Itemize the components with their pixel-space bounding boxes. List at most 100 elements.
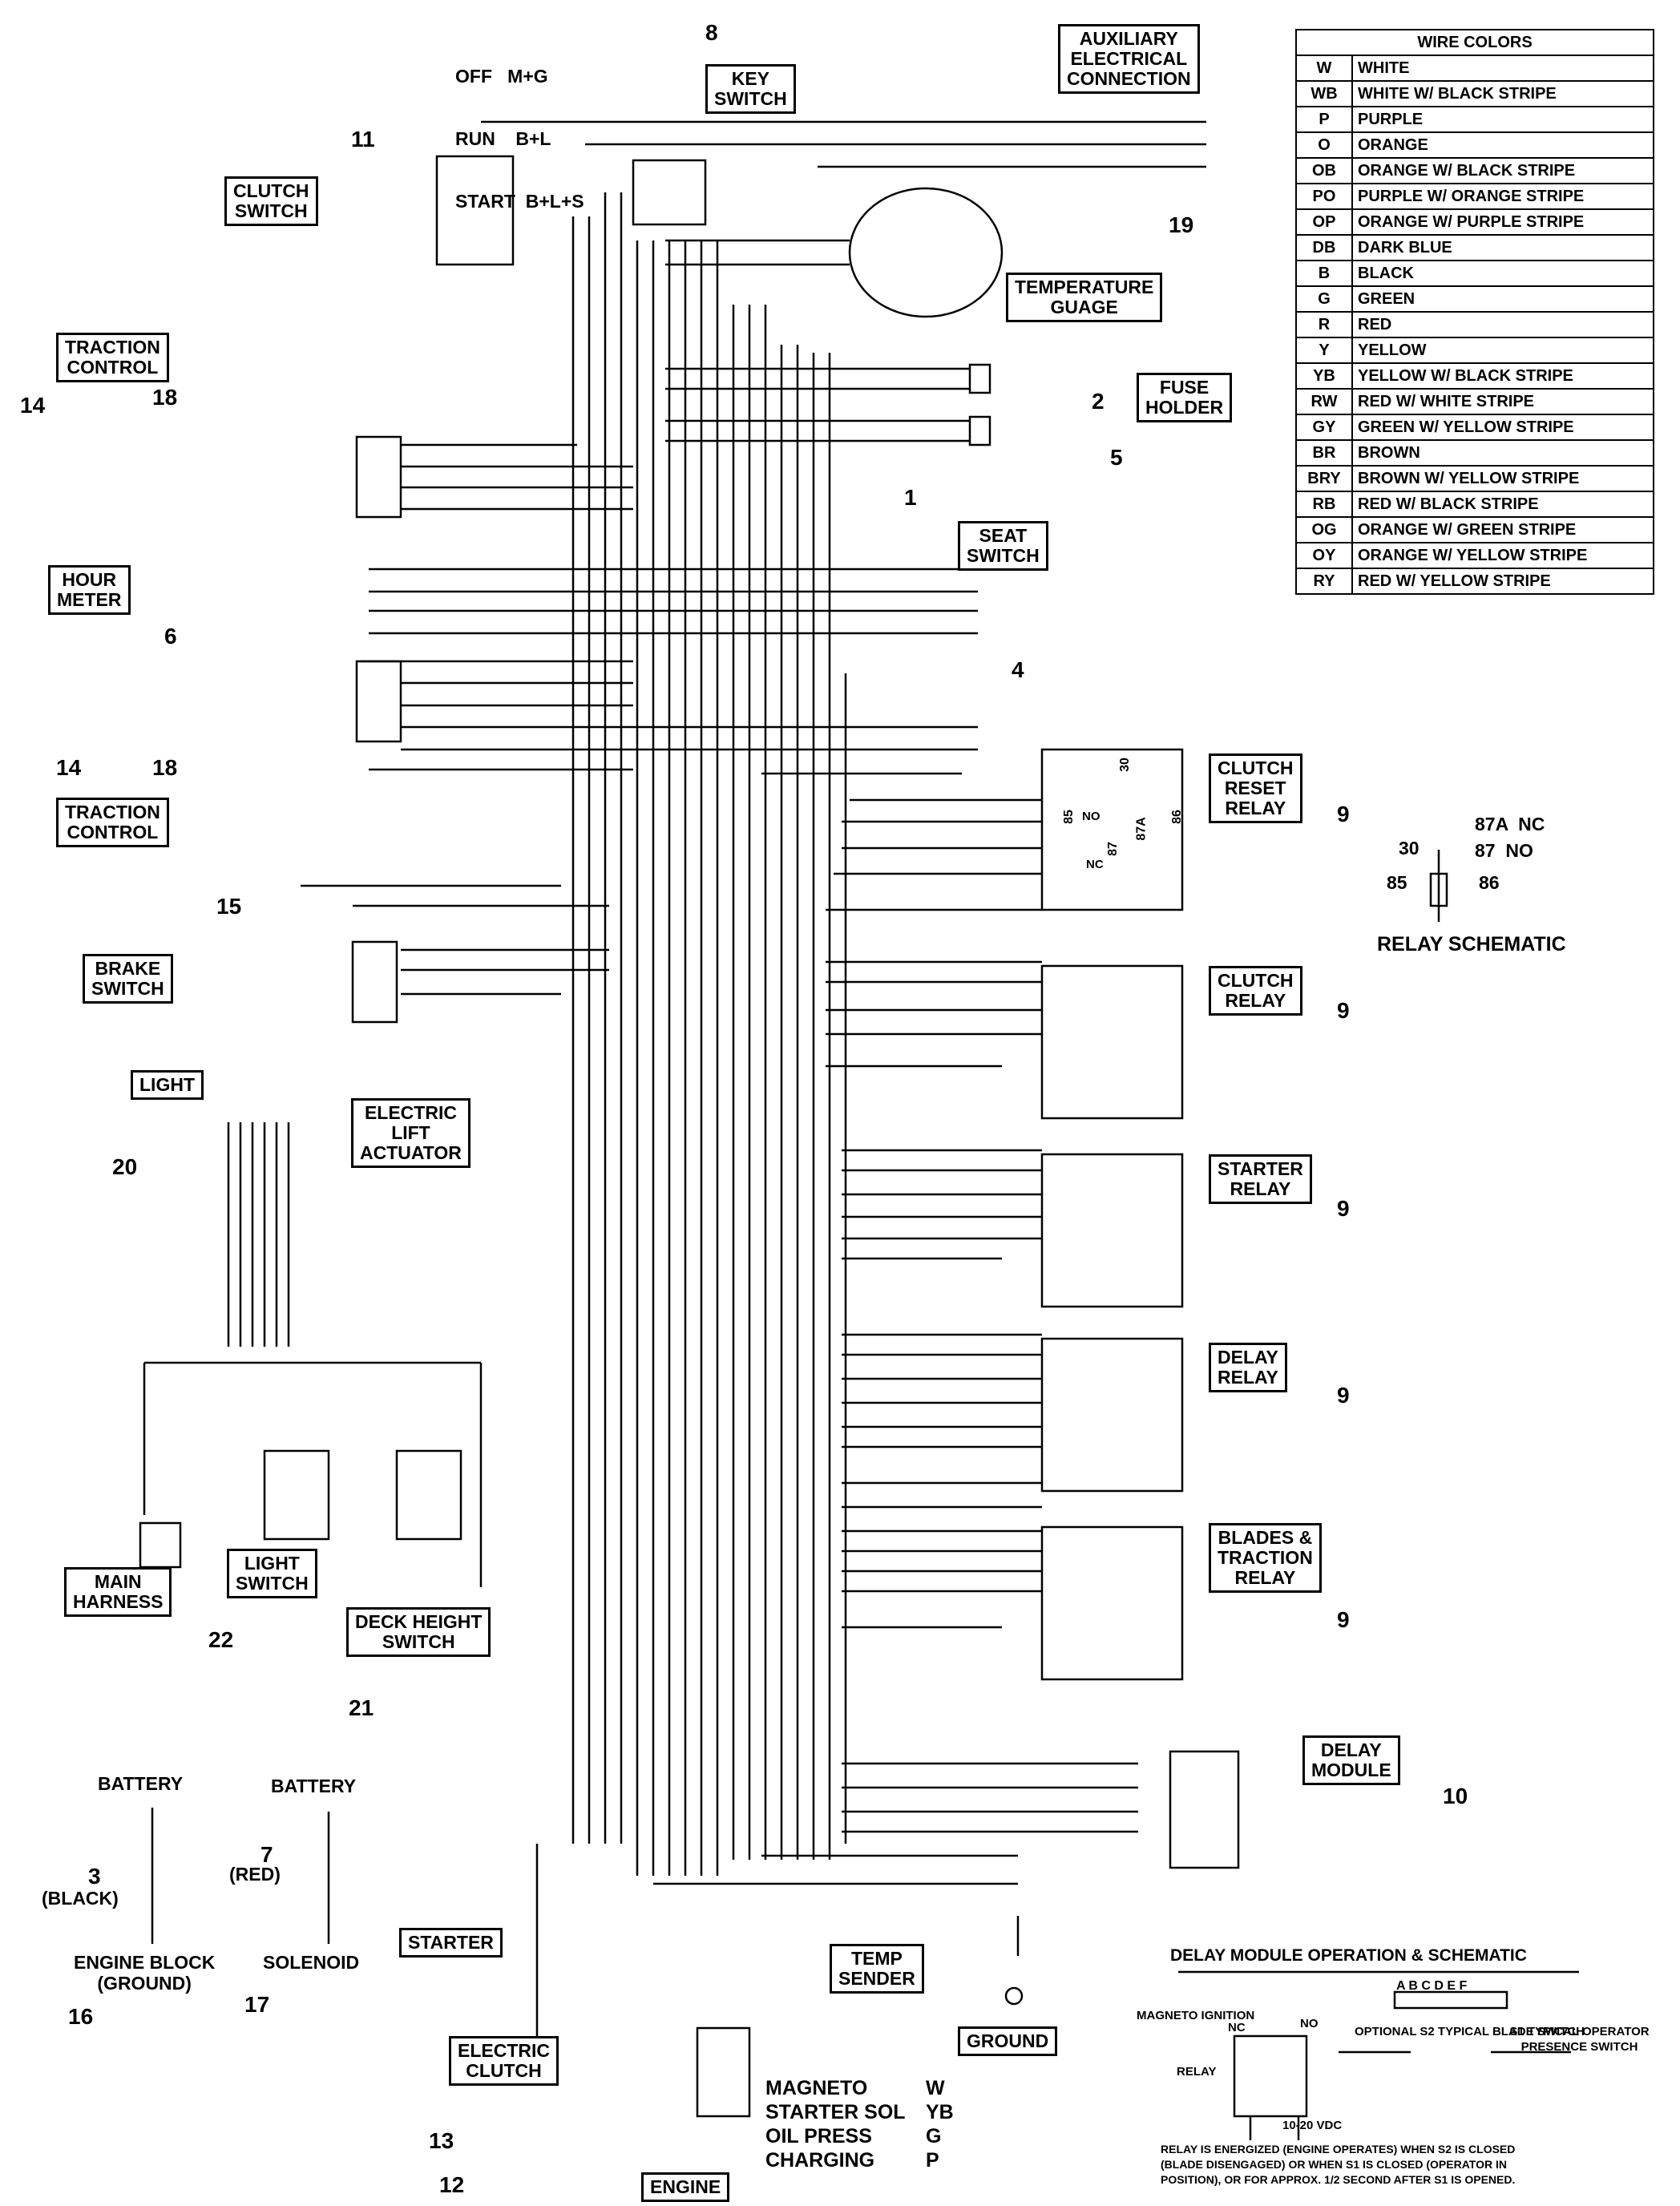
vdc-label: 10-20 VDC <box>1282 2119 1343 2132</box>
relay-schematic-pin-87: 87 NO <box>1475 840 1533 861</box>
wire-color-name: ORANGE <box>1351 131 1654 159</box>
callout-4: 4 <box>1012 657 1024 682</box>
callout-9-d: 9 <box>1337 1383 1350 1408</box>
battery-red-title: BATTERY <box>271 1776 357 1796</box>
callout-8: 8 <box>705 20 718 45</box>
relay-pin-no: NO <box>1082 810 1100 823</box>
callout-12: 12 <box>439 2172 465 2197</box>
wire-color-name: PURPLE <box>1351 106 1654 133</box>
wire-color-name: RED W/ YELLOW STRIPE <box>1351 568 1654 595</box>
callout-7: 7 <box>260 1842 273 1867</box>
wire-color-name: YELLOW <box>1351 337 1654 364</box>
wire-color-name: BROWN W/ YELLOW STRIPE <box>1351 465 1654 492</box>
wire-color-name: ORANGE W/ YELLOW STRIPE <box>1351 542 1654 569</box>
temperature-guage-label: TEMPERATURE GUAGE <box>1006 273 1163 322</box>
battery-black-title: BATTERY <box>98 1773 184 1794</box>
wire-color-code: Y <box>1295 337 1353 364</box>
clutch-switch-label: CLUTCH SWITCH <box>224 176 318 226</box>
callout-14-a: 14 <box>20 393 46 418</box>
callout-11: 11 <box>351 127 375 152</box>
traction-control-label-bottom: TRACTION CONTROL <box>56 798 169 847</box>
wire-color-code: BR <box>1295 439 1353 467</box>
relay-schematic-pin-87a: 87A NC <box>1475 814 1545 834</box>
deck-height-switch-label: DECK HEIGHT SWITCH <box>346 1607 491 1657</box>
s1-switch-label: S1 TYPICAL OPERATOR PRESENCE SWITCH <box>1509 2025 1650 2054</box>
clutch-reset-relay-label: CLUTCH RESET RELAY <box>1209 754 1302 823</box>
engine-label: ENGINE <box>641 2172 730 2202</box>
key-switch-positions: OFF M+G RUN B+L START B+L+S <box>455 24 584 232</box>
wire-color-code: WB <box>1295 80 1353 107</box>
engine-legend-color: YB <box>926 2101 954 2123</box>
wire-color-code: O <box>1295 131 1353 159</box>
key-position-off: OFF M+G <box>455 66 548 87</box>
key-position-run: RUN B+L <box>455 128 551 149</box>
engine-legend-name: OIL PRESS <box>765 2125 872 2147</box>
blades-traction-relay-label: BLADES & TRACTION RELAY <box>1209 1523 1322 1593</box>
engine-legend-name: MAGNETO <box>765 2077 868 2099</box>
callout-21: 21 <box>349 1695 374 1720</box>
callout-9-e: 9 <box>1337 1607 1350 1632</box>
wire-color-code: BRY <box>1295 465 1353 492</box>
wire-color-name: GREEN <box>1351 285 1654 313</box>
engine-legend-color: G <box>926 2125 942 2147</box>
main-harness-label: MAIN HARNESS <box>64 1567 172 1617</box>
delay-module-note: RELAY IS ENERGIZED (ENGINE OPERATES) WHE… <box>1161 2143 1516 2186</box>
wire-color-code: OP <box>1295 208 1353 236</box>
relay-pin-87: 87 <box>1105 842 1120 856</box>
wire-color-name: YELLOW W/ BLACK STRIPE <box>1351 362 1654 390</box>
wire-color-name: ORANGE W/ PURPLE STRIPE <box>1351 208 1654 236</box>
s2-switch-label: OPTIONAL S2 TYPICAL BLADE SWITCH <box>1355 2025 1585 2038</box>
wire-color-name: ORANGE W/ BLACK STRIPE <box>1351 157 1654 184</box>
wire-color-code: OB <box>1295 157 1353 184</box>
callout-5: 5 <box>1110 445 1123 470</box>
delay-no-label: NO <box>1300 2017 1319 2030</box>
wire-color-name: DARK BLUE <box>1351 234 1654 261</box>
callout-14-b: 14 <box>56 755 82 780</box>
relay-pin-86: 86 <box>1169 810 1184 824</box>
callout-22: 22 <box>208 1627 234 1652</box>
battery-red-color: (RED) <box>229 1864 281 1885</box>
delay-relay-schematic-label: RELAY <box>1177 2065 1217 2079</box>
clutch-relay-label: CLUTCH RELAY <box>1209 966 1302 1016</box>
wire-color-code: G <box>1295 285 1353 313</box>
wire-colors-title: WIRE COLORS <box>1295 29 1654 56</box>
wire-color-code: OG <box>1295 516 1353 543</box>
engine-legend-name: STARTER SOL <box>765 2101 906 2123</box>
engine-legend-color: W <box>926 2077 945 2099</box>
callout-13: 13 <box>429 2128 454 2153</box>
callout-18-b: 18 <box>152 755 178 780</box>
engine-legend-name: CHARGING <box>765 2149 875 2172</box>
engine-legend-row: MAGNETO W <box>765 2076 954 2100</box>
wire-color-code: RB <box>1295 491 1353 518</box>
battery-black-color: (BLACK) <box>42 1888 119 1909</box>
callout-18-a: 18 <box>152 385 178 410</box>
wire-color-code: GY <box>1295 414 1353 441</box>
wire-color-name: ORANGE W/ GREEN STRIPE <box>1351 516 1654 543</box>
starter-label: STARTER <box>399 1928 503 1958</box>
temp-sender-label: TEMP SENDER <box>830 1944 924 1994</box>
callout-16: 16 <box>68 2004 94 2029</box>
engine-legend-row: OIL PRESS G <box>765 2124 954 2148</box>
callout-15: 15 <box>216 894 242 919</box>
wire-color-name: WHITE <box>1351 55 1654 82</box>
brake-switch-label: BRAKE SWITCH <box>83 954 173 1004</box>
wire-color-name: PURPLE W/ ORANGE STRIPE <box>1351 183 1654 210</box>
callout-3: 3 <box>88 1864 101 1889</box>
callout-2: 2 <box>1092 389 1105 414</box>
